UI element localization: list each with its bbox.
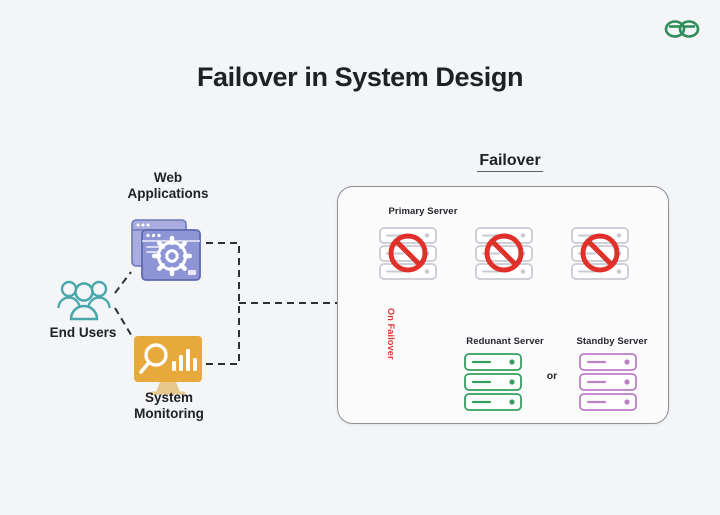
label-web-applications: Web Applications [108,170,228,203]
failover-heading-text: Failover [477,152,543,172]
server-rack-blocked-icon [569,226,631,282]
failover-heading: Failover [405,152,615,172]
server-rack-blocked-icon [377,226,439,282]
server-rack-icon [577,352,639,414]
or-separator-label: or [546,370,558,382]
end-users-label-text: End Users [49,325,117,340]
label-standby-server: Standby Server [576,336,648,347]
geeksforgeeks-logo [660,14,704,44]
browser-windows-gear-icon [128,216,206,286]
label-redundant-server: Redunant Server [466,336,544,347]
system-monitoring-label-line2: Monitoring [134,406,204,422]
monitor-analytics-icon [130,334,206,396]
web-applications-label-line2: Applications [127,186,209,202]
label-primary-server: Primary Server [388,206,458,217]
server-rack-blocked-icon [473,226,535,282]
label-on-failover: On Failover [386,308,396,360]
users-group-icon [55,276,113,326]
label-end-users: End Users [28,325,138,341]
page-title: Failover in System Design [196,62,524,92]
server-rack-icon [462,352,524,414]
label-system-monitoring: System Monitoring [108,390,230,423]
web-applications-label-line1: Web [153,170,183,185]
system-monitoring-label-line1: System [144,390,194,405]
